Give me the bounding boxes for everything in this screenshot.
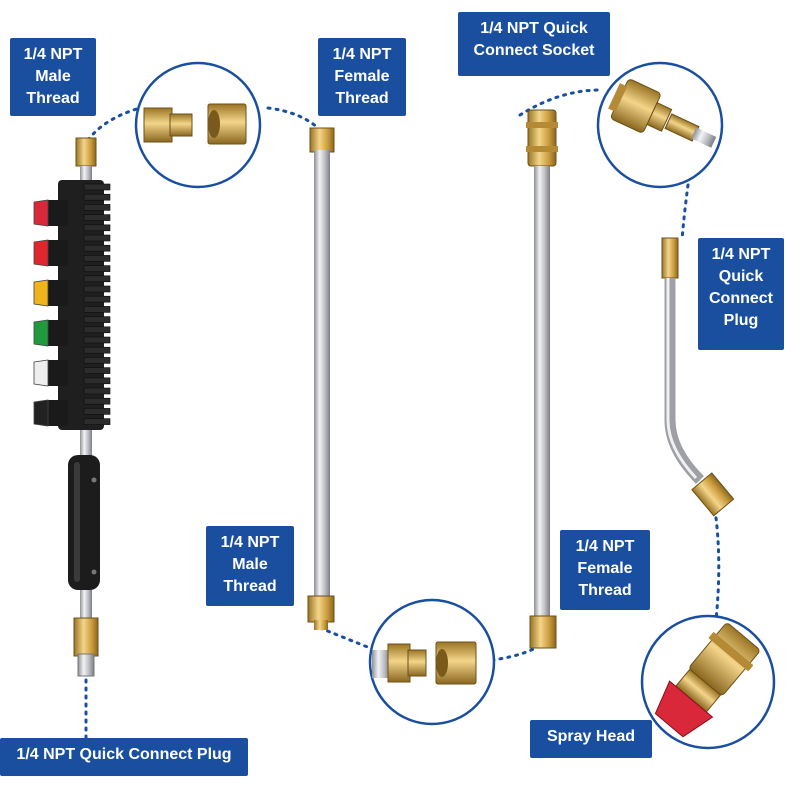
label-quick-connect-plug-bottom: 1/4 NPT Quick Connect Plug [0,738,248,776]
holder-tooth [83,387,111,395]
holder-tooth [83,357,111,364]
holder-tooth [83,255,111,262]
bent-lance [661,237,735,517]
connector-socket-plug [680,183,690,242]
holder-tooth [83,204,111,211]
nozzle-tip-green [33,319,68,347]
closeup-circle-male-female [134,61,262,189]
nozzle-tip-black [33,399,68,427]
holder-tooth [83,408,111,415]
nozzle-tip-red [33,239,68,267]
connector-plug-spray [713,508,721,622]
holder-tooth [83,285,111,293]
holder-tooth [83,418,111,425]
holder-tooth [83,306,111,313]
wand-lower-tube [80,590,92,620]
connector-rod2-top [518,88,602,117]
nozzle-tip-white [33,359,68,387]
holder-tooth [83,316,111,323]
holder-tooth [83,244,111,252]
wand-bottom-fitting [73,617,99,657]
label-rod1-male-thread: 1/4 NPT Male Thread [206,526,294,606]
connector-rod1-bottom [318,626,372,650]
wand-bottom-plug [77,653,95,677]
holder-tooth [83,336,111,344]
label-rod1-female-thread: 1/4 NPT Female Thread [318,38,406,116]
holder-tooth [83,346,111,354]
label-quick-connect-socket: 1/4 NPT Quick Connect Socket [458,12,610,76]
extension-rod-1 [307,127,335,630]
label-spray-head: Spray Head [530,720,652,758]
closeup-circle-rod-joint [368,598,496,726]
holder-tooth [83,214,111,221]
label-wand-male-thread: 1/4 NPT Male Thread [10,38,96,116]
wand-handle [68,455,100,590]
extension-rod-2 [526,109,558,649]
holder-tooth [83,183,111,191]
holder-tooth [83,295,111,303]
connector-rod1-top [266,106,320,130]
holder-tooth [83,367,111,374]
nozzle-tips [33,199,68,427]
holder-tooth [83,397,111,405]
label-quick-connect-plug-right: 1/4 NPT Quick Connect Plug [698,238,784,350]
holder-tooth [83,377,111,385]
nozzle-tip-red [33,199,68,227]
holder-tooth [83,265,111,272]
nozzle-holder [58,180,111,430]
holder-tooth [83,326,111,334]
wand-top-fitting [75,137,97,167]
holder-tooth [83,234,111,242]
holder-tooth [83,224,111,232]
closeup-circle-spray-head [640,614,776,750]
wand-assembly [33,137,111,677]
holder-tooth [83,193,111,201]
nozzle-tip-yellow [33,279,68,307]
holder-tooth [83,275,111,283]
label-rod2-female-thread: 1/4 NPT Female Thread [560,530,650,610]
closeup-circle-quick-connect [596,61,724,189]
connector-wand-top [86,106,142,142]
